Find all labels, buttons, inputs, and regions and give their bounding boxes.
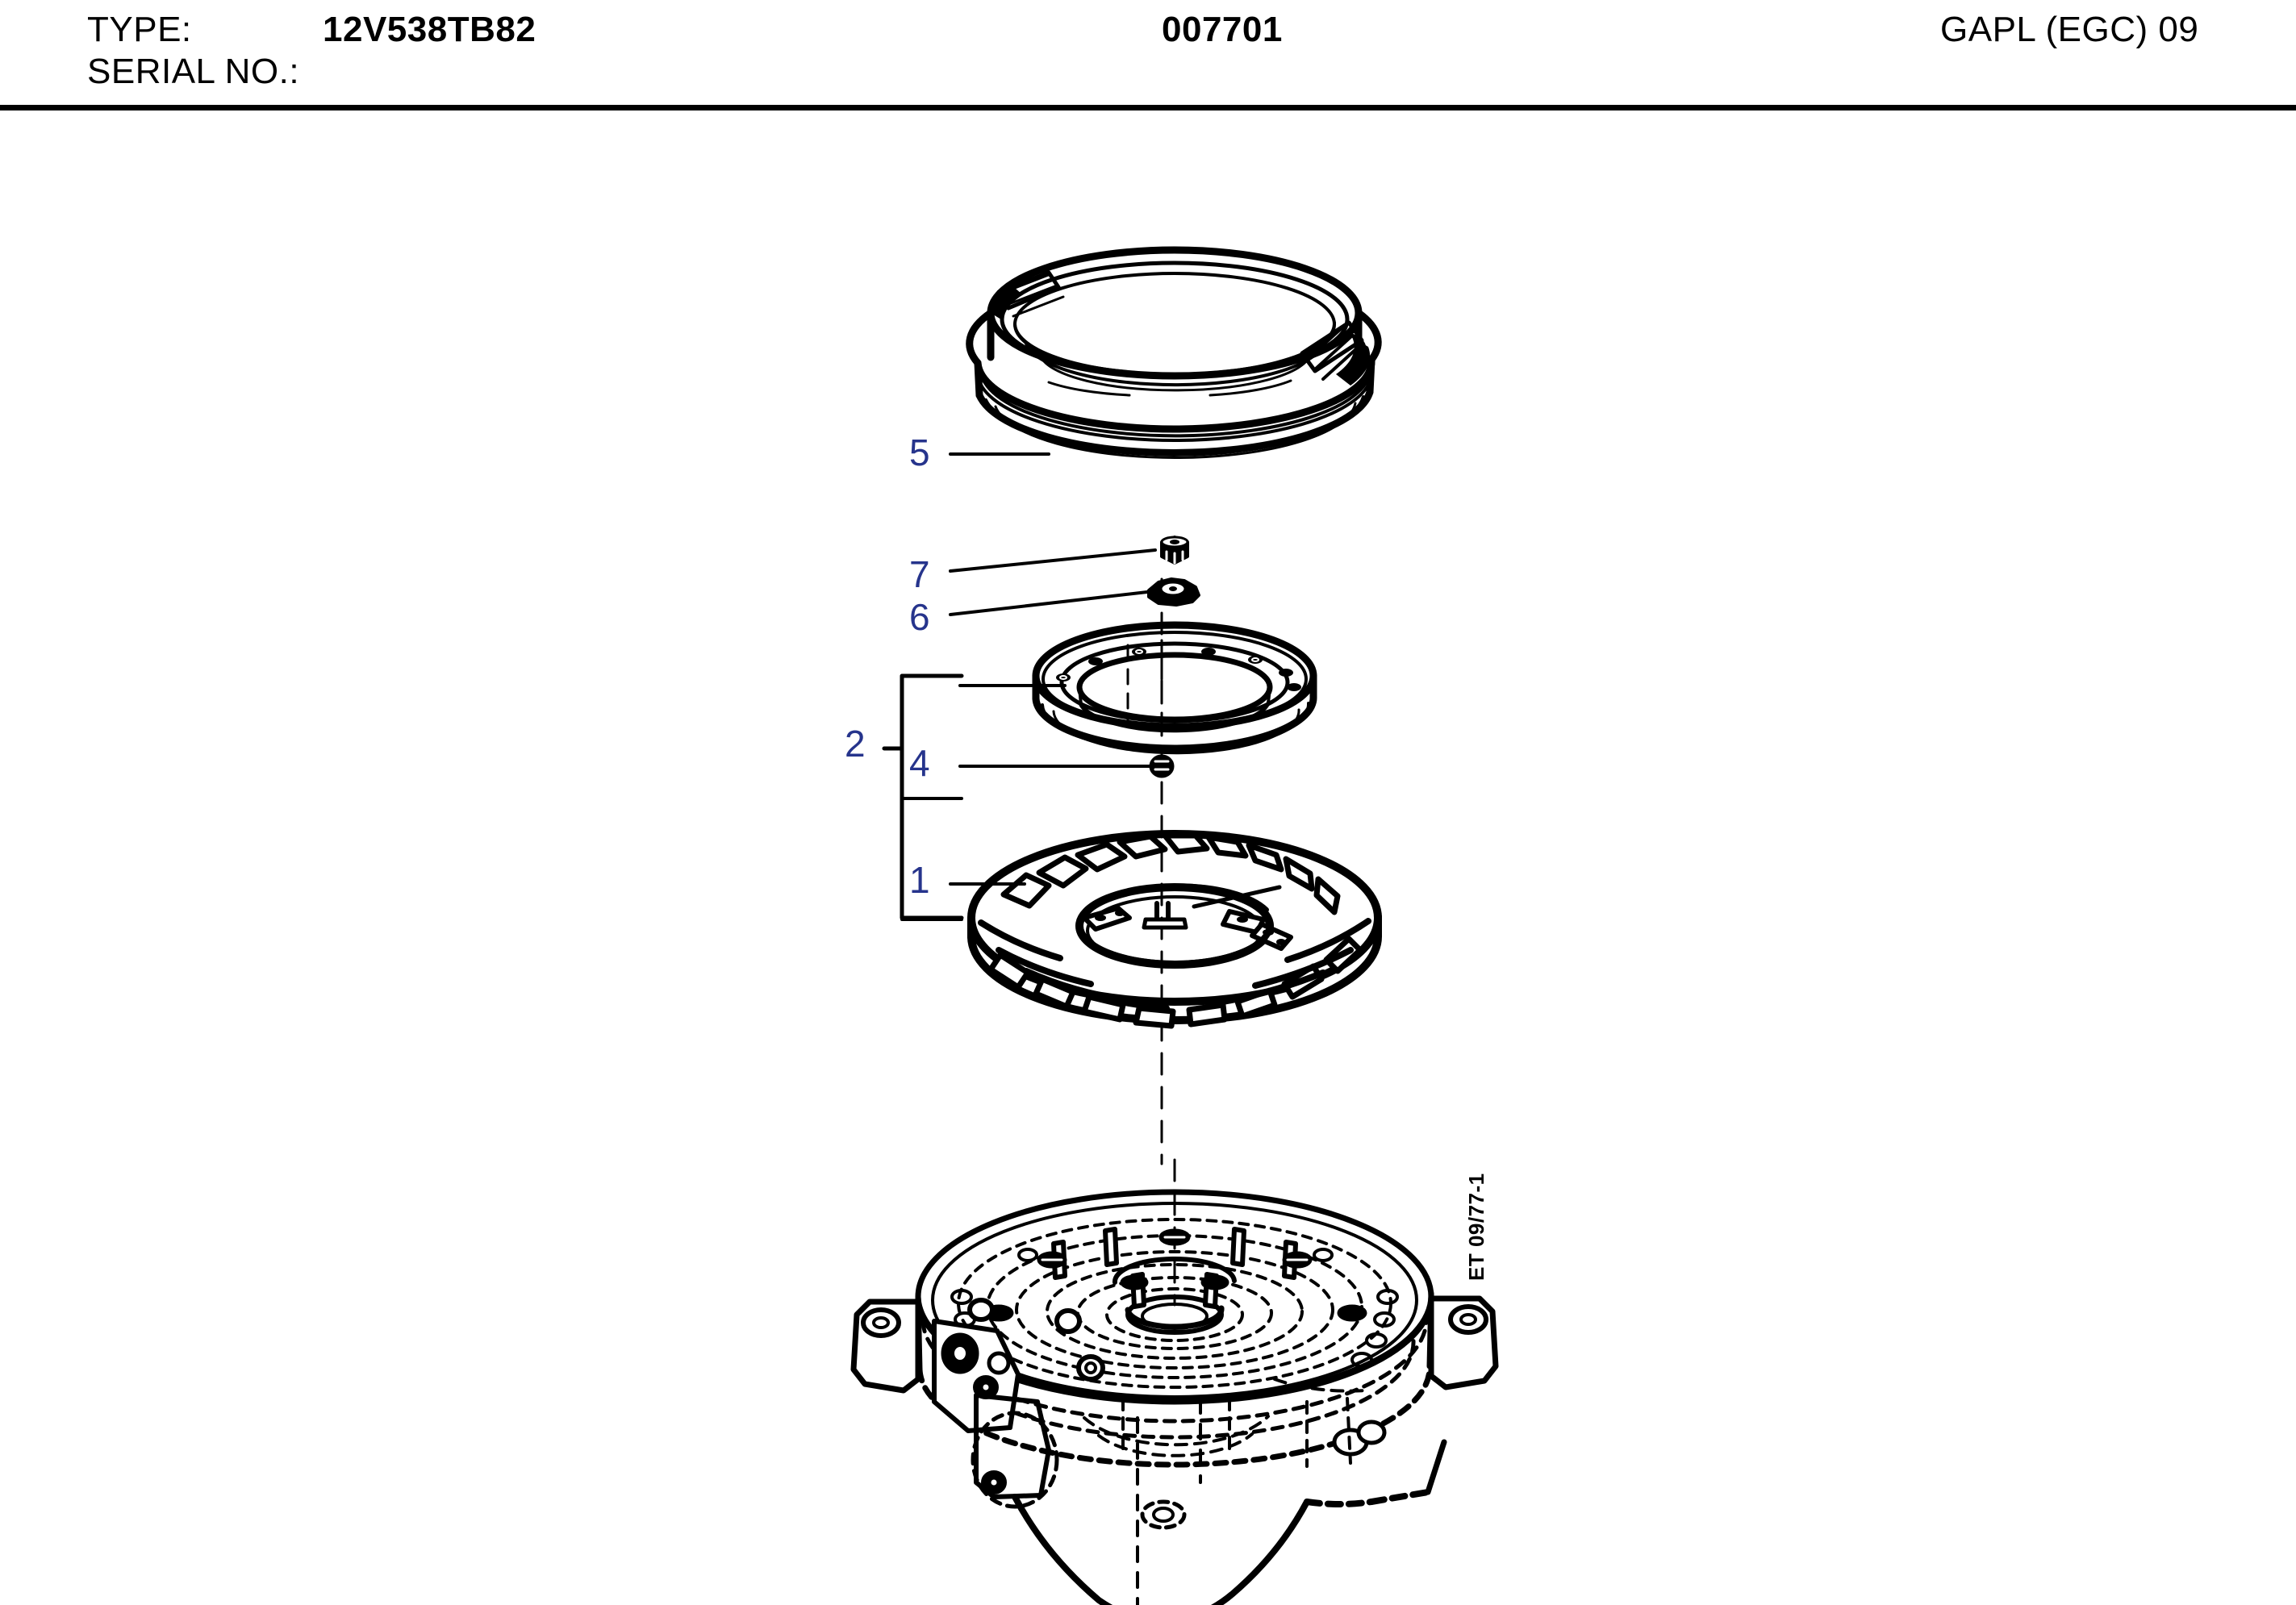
serial-number-label: SERIAL NO.: — [87, 52, 300, 91]
group-code: GAPL (EGC) 09 — [1940, 10, 2199, 49]
turbine-housing — [850, 1189, 1499, 1605]
callout-label-4[interactable]: 4 — [909, 742, 930, 784]
callout-label-7[interactable]: 7 — [909, 553, 930, 595]
callout-label-1[interactable]: 1 — [909, 859, 930, 901]
drawing-number: 007701 — [1162, 10, 1283, 49]
part-1-diffuser-vane-ring — [967, 830, 1383, 1029]
part-5-spacer-ring — [966, 246, 1382, 459]
assembly-illustration — [850, 246, 1499, 1605]
part-2-bracket — [882, 673, 964, 920]
assembly-centerline — [1160, 577, 1176, 1307]
callout-label-5[interactable]: 5 — [909, 431, 930, 473]
exploded-assembly-drawing: 5 7 6 2 4 1 ET 09/77-1 — [0, 111, 2296, 1605]
sheet-code: ET 09/77-1 — [1464, 1173, 1488, 1281]
page-header: TYPE: 12V538TB82 SERIAL NO.: 007701 GAPL… — [0, 0, 2296, 111]
header-divider — [0, 105, 2296, 110]
callout-label-6[interactable]: 6 — [909, 596, 930, 638]
callout-label-2[interactable]: 2 — [845, 723, 866, 765]
part-2-flange-ring — [1032, 621, 1317, 755]
type-value: 12V538TB82 — [323, 10, 536, 49]
part-6-lock-washer — [1147, 577, 1200, 607]
part-7-hex-nut — [1160, 536, 1189, 565]
type-label: TYPE: — [87, 10, 192, 49]
